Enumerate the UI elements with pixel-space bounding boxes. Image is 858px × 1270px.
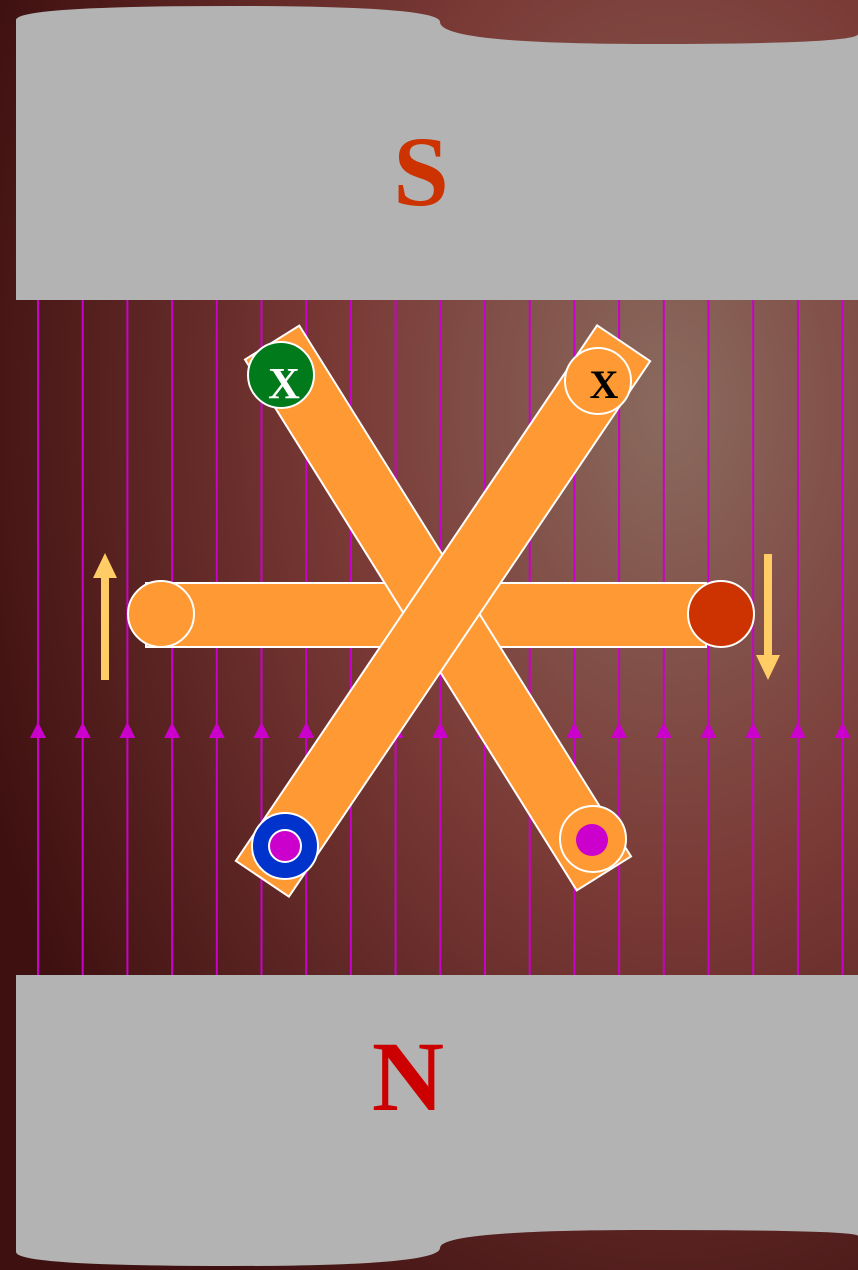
out-of-page-dot	[269, 830, 301, 862]
into-page-mark: X	[590, 362, 619, 407]
conductor-top-left: X	[248, 342, 314, 408]
into-page-mark: X	[268, 359, 300, 408]
south-pole-label: S	[393, 116, 449, 227]
conductor-top-right: X	[565, 348, 631, 414]
conductor-circle	[128, 581, 194, 647]
conductor-bottom-left	[252, 813, 318, 879]
conductor-right	[688, 581, 754, 647]
north-pole-label: N	[372, 1021, 444, 1132]
conductor-bottom-right	[560, 806, 626, 872]
out-of-page-dot	[576, 824, 608, 856]
conductor-left	[128, 581, 194, 647]
conductor-circle	[688, 581, 754, 647]
